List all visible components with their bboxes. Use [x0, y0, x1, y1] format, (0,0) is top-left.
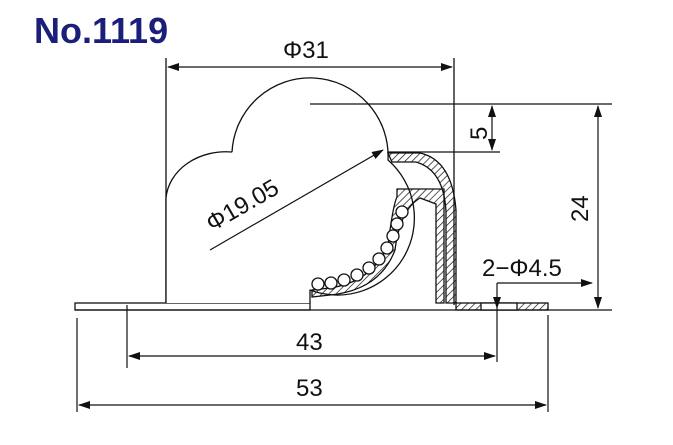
dim-label-hole-pitch: 43 [296, 329, 323, 356]
drawing-lines [74, 58, 612, 311]
part-number-title: No.1119 [34, 10, 169, 51]
dim-label-ball-protrusion: 5 [466, 127, 493, 140]
dim-hole-spec [76, 279, 593, 412]
dim-ball-diameter [209, 149, 384, 251]
dim-label-flange-length: 53 [296, 375, 323, 402]
dim-label-body-diameter: Φ31 [283, 37, 329, 64]
dim-label-hole-spec: 2−Φ4.5 [482, 255, 562, 282]
dim-label-height: 24 [567, 195, 594, 222]
